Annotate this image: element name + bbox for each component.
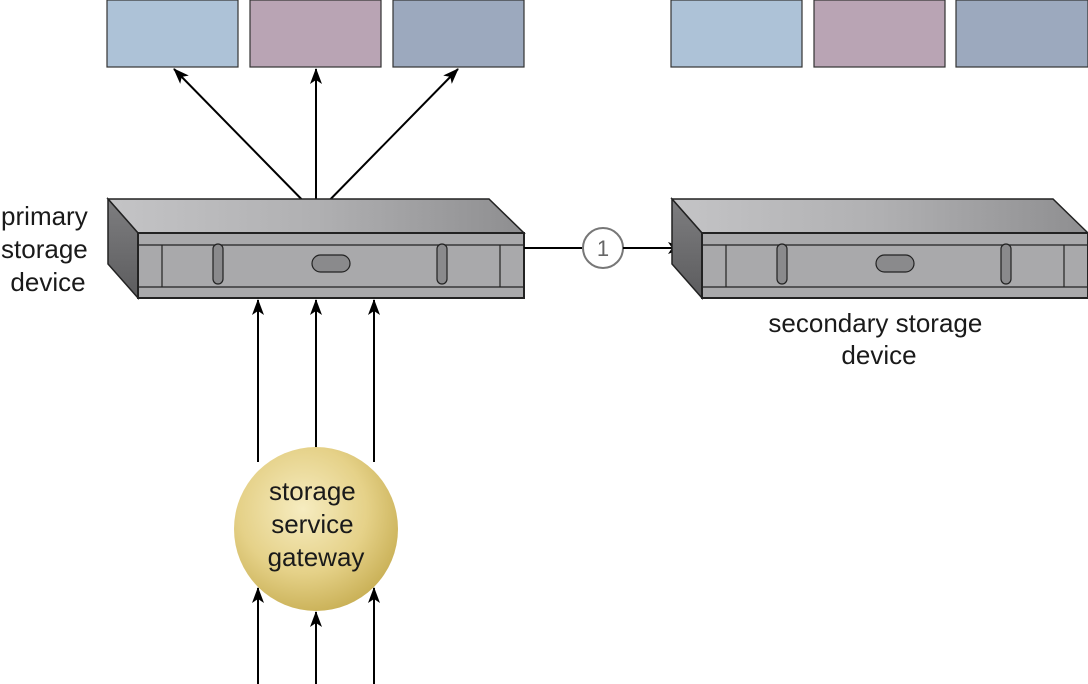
primary-device-label: primary storage device — [1, 201, 95, 297]
arrow-to-block-1 — [173, 68, 317, 215]
secondary-output-blocks — [670, 0, 1088, 68]
storage-service-gateway: storage service gateway — [234, 447, 398, 611]
block-light-blue — [670, 0, 803, 68]
primary-storage-device — [106, 197, 526, 300]
device-button — [875, 254, 915, 273]
device-handle-left — [212, 243, 224, 285]
gateway-circle-icon — [234, 447, 398, 611]
incoming-request-arrows — [252, 587, 380, 684]
secondary-label-line-1: secondary storage — [768, 308, 982, 338]
device-top-face — [106, 198, 526, 234]
device-handle-right — [436, 243, 448, 285]
primary-label-line-1: primary — [1, 201, 88, 231]
block-mauve — [249, 0, 382, 68]
gateway-label: storage service gateway — [268, 476, 365, 572]
primary-label-line-3: device — [10, 267, 85, 297]
device-handle-left — [776, 243, 788, 285]
block-mauve — [813, 0, 946, 68]
block-light-blue — [106, 0, 239, 68]
device-button — [311, 254, 351, 273]
gateway-label-line-2: service — [271, 509, 353, 539]
device-handle-right — [1000, 243, 1012, 285]
arrow-to-block-3 — [315, 68, 459, 215]
primary-label-line-2: storage — [1, 234, 88, 264]
block-slate-blue — [392, 0, 525, 68]
secondary-device-label: secondary storage device — [768, 308, 989, 370]
replication-connector: 1 — [524, 227, 684, 269]
secondary-label-line-2: device — [841, 340, 916, 370]
gateway-to-device-arrows — [252, 299, 380, 462]
gateway-label-line-3: gateway — [268, 542, 365, 572]
primary-output-blocks — [106, 0, 525, 68]
step-number: 1 — [597, 236, 609, 261]
secondary-storage-device — [670, 197, 1088, 300]
block-slate-blue — [955, 0, 1088, 68]
gateway-label-line-1: storage — [269, 476, 356, 506]
upward-fanout-arrows — [173, 68, 459, 215]
device-top-face — [670, 198, 1088, 234]
